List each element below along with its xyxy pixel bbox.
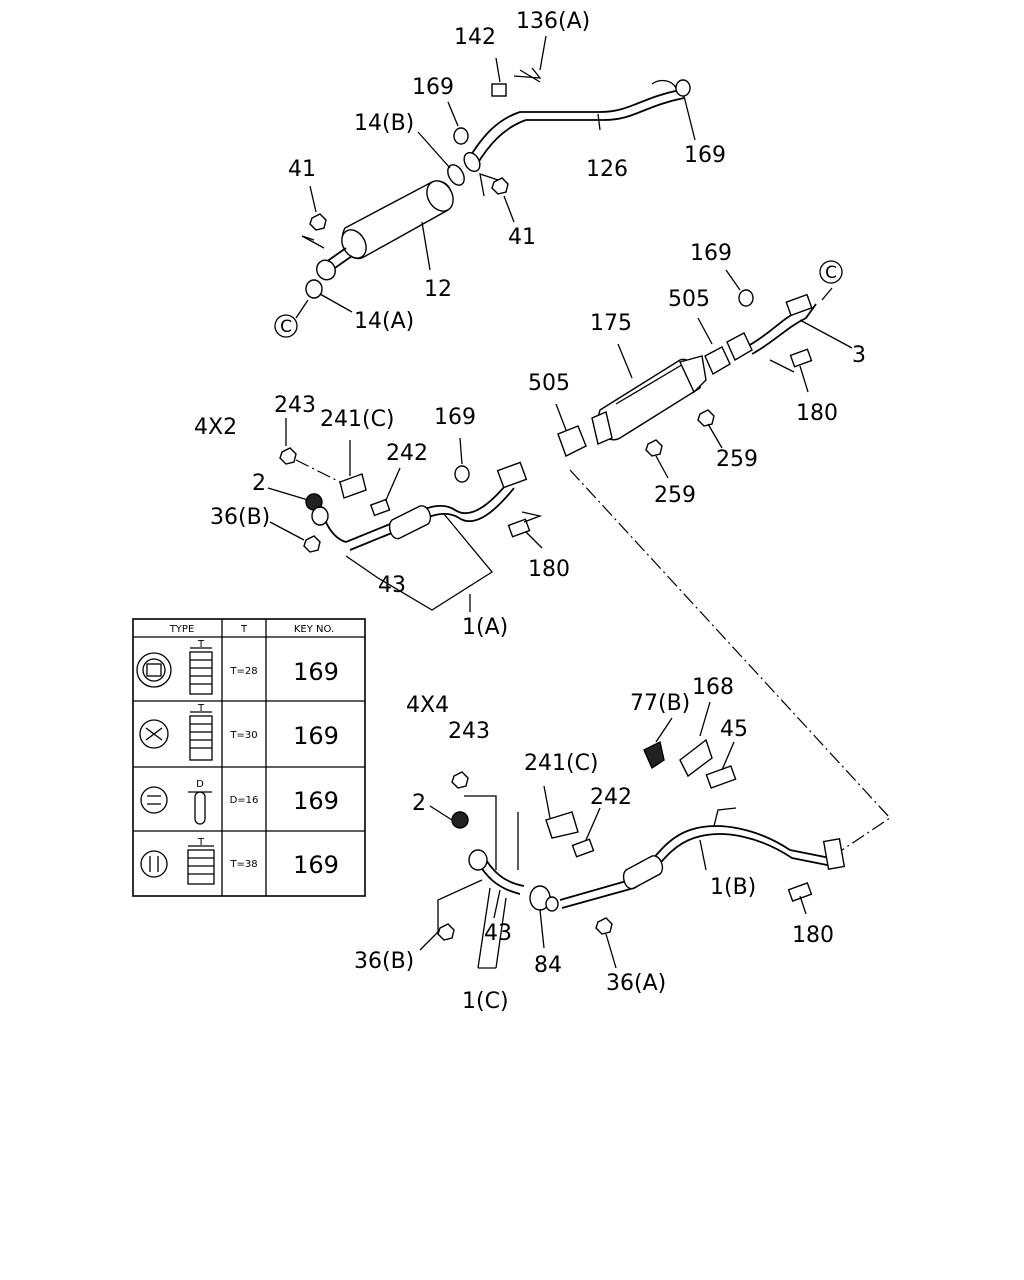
callout-505: 505: [668, 287, 710, 312]
table-row: T T=30 169: [139, 703, 339, 761]
table-cell-t: T=38: [229, 859, 257, 870]
hanger-type-3-icon: [140, 786, 212, 825]
callout-169: 169: [690, 241, 732, 266]
gaskets-505: [557, 332, 753, 457]
table-row: T T=28 169: [136, 639, 339, 695]
callout-142: 142: [454, 25, 496, 50]
callout-242: 242: [590, 785, 632, 810]
circle-c-marker-left: C: [274, 314, 298, 338]
callout-180: 180: [796, 401, 838, 426]
table-cell-key-no: 169: [293, 787, 339, 815]
callout-241c: 241(C): [524, 751, 599, 776]
table-cell-t: T=30: [229, 730, 257, 741]
nuts-41-top: [309, 177, 509, 231]
callout-1b: 1(B): [710, 875, 756, 900]
nuts-259: [645, 409, 715, 457]
bracket-241c-top: [279, 447, 391, 517]
leader-lines: [267, 35, 853, 969]
callout-168: 168: [692, 675, 734, 700]
callout-36b: 36(B): [210, 505, 270, 530]
svg-text:T: T: [197, 639, 205, 650]
tail-pipe-126: [467, 79, 685, 167]
table-cell-t: T=28: [229, 666, 257, 677]
front-pipe-1a: [324, 461, 528, 551]
table-cell-key-no: 169: [293, 851, 339, 879]
muffler-12: [325, 180, 454, 271]
callout-45: 45: [720, 717, 748, 742]
callout-180: 180: [792, 923, 834, 948]
callout-242: 242: [386, 441, 428, 466]
callout-84: 84: [534, 953, 562, 978]
callout-2: 2: [252, 471, 266, 496]
bolts-180-mid: [507, 348, 813, 538]
table-header-t: T: [240, 624, 248, 635]
hanger-type-4-icon: [140, 845, 215, 885]
catalytic-converter-175: [591, 355, 707, 445]
parts-2-36b-top: [303, 493, 329, 553]
callout-136a: 136(A): [516, 9, 590, 34]
callout-14b: 14(B): [354, 111, 414, 136]
callout-41: 41: [288, 157, 316, 182]
hanger-type-2-icon: [139, 711, 213, 761]
callout-259: 259: [716, 447, 758, 472]
hanger-type-1-icon: [136, 647, 213, 695]
callout-259: 259: [654, 483, 696, 508]
callout-243: 243: [448, 719, 490, 744]
callout-14a: 14(A): [354, 309, 414, 334]
callout-180: 180: [528, 557, 570, 582]
callout-175: 175: [590, 311, 632, 336]
svg-text:T: T: [197, 703, 205, 714]
table-cell-key-no: 169: [293, 658, 339, 686]
front-pipe-3: [747, 293, 817, 355]
gasket-14a: [305, 259, 336, 299]
callout-77b: 77(B): [630, 691, 690, 716]
callout-36a: 36(A): [606, 971, 666, 996]
callout-1a: 1(A): [462, 615, 508, 640]
callout-2: 2: [412, 791, 426, 816]
circle-c-marker-top: C: [819, 260, 843, 284]
callout-243: 243: [274, 393, 316, 418]
front-pipe-1b: [559, 807, 846, 909]
hanger-type-table: TYPE T KEY NO. T T=28 169: [132, 618, 366, 897]
connector-241c-top: [295, 459, 341, 483]
callout-12: 12: [424, 277, 452, 302]
bolt-142: [491, 83, 507, 97]
svg-text:C: C: [825, 263, 837, 283]
table-header-key-no: KEY NO.: [294, 624, 334, 635]
hanger-169-mid: [454, 289, 754, 483]
svg-text:D: D: [196, 779, 204, 790]
clip-136a: [513, 67, 542, 83]
parts-2-243-bottom: [451, 771, 488, 871]
variant-4x2: 4X2: [194, 415, 237, 440]
callout-169: 169: [412, 75, 454, 100]
callout-43: 43: [378, 573, 406, 598]
table-cell-key-no: 169: [293, 722, 339, 750]
nuts-36-bottom: [437, 882, 813, 941]
callout-labels: 136(A) 142 169 14(B) 41 126 169 41 12 14…: [194, 9, 866, 1014]
callout-505: 505: [528, 371, 570, 396]
table-header-type: TYPE: [169, 624, 195, 635]
callout-126: 126: [586, 157, 628, 182]
gasket-14b: [447, 164, 465, 186]
table-row: D D=16 169: [140, 779, 339, 825]
svg-text:T: T: [197, 837, 205, 848]
callout-43: 43: [484, 921, 512, 946]
bracket-241c-bottom: [545, 811, 595, 858]
table-cell-t: D=16: [230, 795, 259, 806]
connector-1a-1b: [569, 469, 891, 851]
hanger-169-top: [453, 79, 691, 145]
ring-flange: [463, 151, 481, 173]
callout-1c: 1(C): [462, 989, 509, 1014]
callout-3: 3: [852, 343, 866, 368]
callout-41: 41: [508, 225, 536, 250]
bracket-168-45: [643, 738, 737, 789]
svg-text:C: C: [280, 317, 292, 337]
callout-241c: 241(C): [320, 407, 395, 432]
callout-169: 169: [684, 143, 726, 168]
variant-4x4: 4X4: [406, 693, 449, 718]
callout-36b: 36(B): [354, 949, 414, 974]
table-row: T T=38 169: [140, 837, 339, 885]
callout-169: 169: [434, 405, 476, 430]
